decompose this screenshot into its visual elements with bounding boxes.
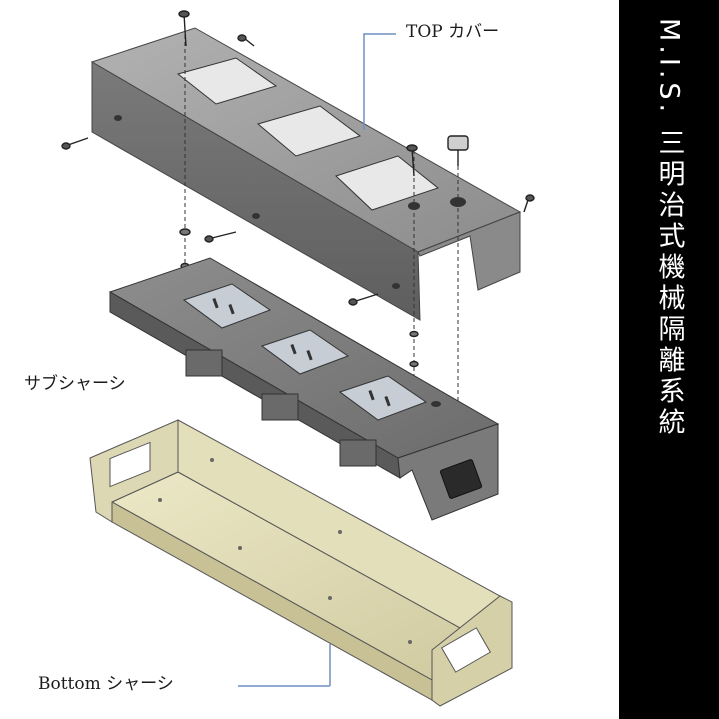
washer — [179, 228, 191, 236]
top-cover-side-hole — [114, 115, 122, 121]
power-outlet — [182, 283, 272, 329]
washer — [409, 330, 419, 338]
screw — [204, 231, 237, 243]
outlet-body — [261, 393, 299, 421]
bottom-chassis — [89, 419, 513, 707]
washer — [409, 360, 419, 368]
outlet-body — [185, 349, 223, 377]
screw — [237, 34, 255, 47]
fasteners — [61, 10, 535, 420]
screw — [348, 293, 379, 306]
screw — [61, 137, 89, 150]
power-outlet — [260, 329, 350, 375]
top-cover-cutout-3 — [335, 155, 440, 211]
screw — [406, 144, 418, 177]
leader-line-top-cover — [363, 33, 396, 130]
top-cover-side-hole — [252, 213, 260, 219]
outlet-body — [339, 439, 377, 467]
bottom-chassis-label: Bottom シャーシ — [38, 674, 174, 694]
end-wall-cutout — [440, 627, 492, 673]
power-outlet — [338, 375, 428, 421]
leader-lines — [238, 33, 396, 687]
top-cover-cutout-2 — [256, 105, 362, 157]
bottom-chassis-holes — [158, 458, 412, 644]
side-banner-title: M.I.S. 三明治式機械隔離系統 — [653, 18, 685, 439]
power-switch — [439, 459, 483, 499]
screw — [523, 194, 535, 213]
screw — [178, 10, 190, 47]
top-cover-cutout-1 — [176, 57, 278, 105]
top-cover — [90, 27, 522, 321]
top-cover-label: TOP カバー — [406, 22, 500, 42]
end-wall-cutout — [109, 441, 151, 488]
top-cover-end-flange — [417, 211, 521, 291]
sub-chassis — [108, 257, 500, 521]
top-cover-front-flange — [91, 61, 421, 321]
top-cover-side-hole — [392, 283, 400, 289]
sub-chassis-label: サブシャーシ — [24, 374, 126, 394]
thumb-screw-knob — [447, 135, 469, 166]
side-banner: M.I.S. 三明治式機械隔離系統 — [619, 0, 719, 719]
sub-chassis-hole — [431, 401, 441, 407]
